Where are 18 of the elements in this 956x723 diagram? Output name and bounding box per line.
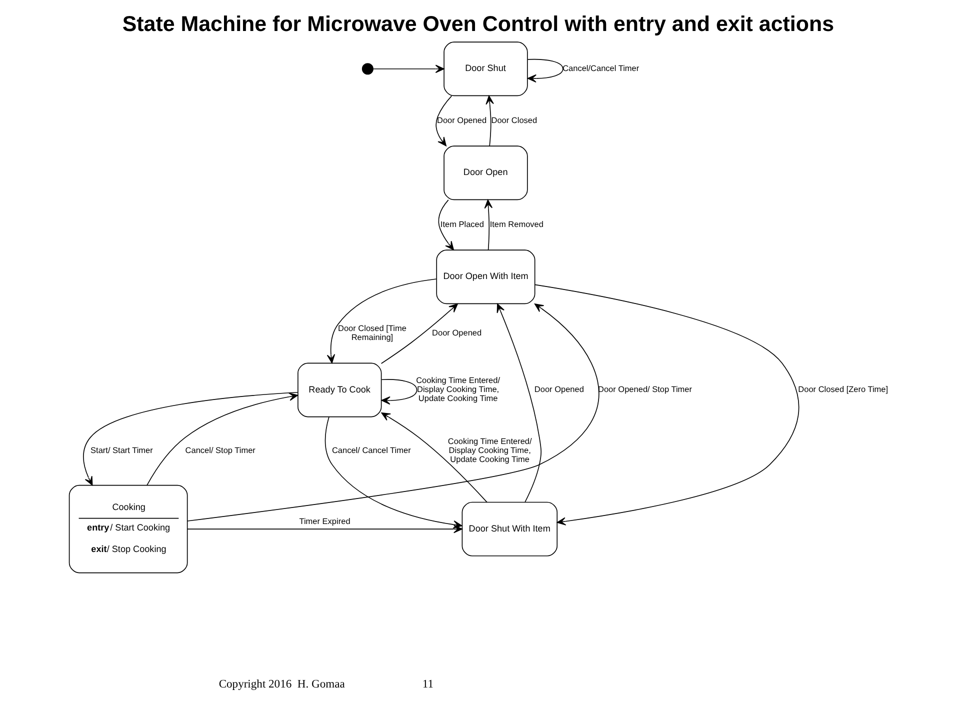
edge-label: Door Closed (490, 116, 537, 125)
edge-label: Cancel/ Stop Timer (184, 446, 255, 456)
edge-label: Timer Expired (298, 517, 350, 526)
edge-label: Cooking Time Entered/ Display Cooking Time, Update Cooking Time (416, 376, 500, 404)
edge-label: Cancel/ Cancel Timer (331, 446, 410, 456)
edge-label: Door Opened (436, 116, 486, 125)
edge-label: Door Opened (432, 328, 482, 338)
edge-label: Item Removed (489, 220, 544, 229)
edge-label: Item Placed (440, 220, 484, 229)
diagram-title: State Machine for Microwave Oven Control with entry and exit actions (122, 12, 834, 36)
edge-label: Door Closed [Zero Time] (798, 385, 888, 394)
label: Copyright 2016 H. Gomaa (218, 678, 344, 691)
edge-label: Door Closed [Time Remaining] (337, 324, 406, 342)
edge-label: Start/ Start Timer (90, 446, 152, 456)
label: 11 (422, 678, 434, 691)
edge-label: Cooking Time Entered/ Display Cooking Time, Update Cooking Time (447, 437, 532, 464)
edge-label: Door Opened (534, 385, 584, 394)
edge-label: Cancel/Cancel Timer (562, 64, 639, 73)
